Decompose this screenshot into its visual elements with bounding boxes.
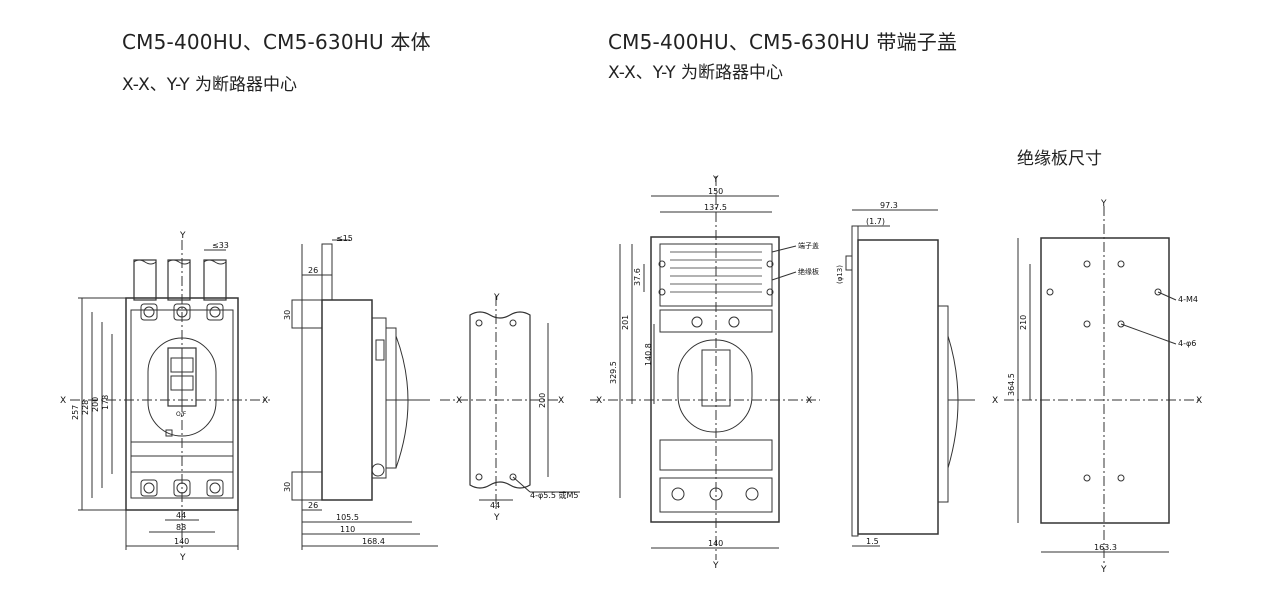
cover-axis-y-top: Y bbox=[712, 175, 719, 185]
cover-side-view bbox=[845, 209, 975, 547]
front-axis-y-bottom: Y bbox=[179, 553, 186, 563]
cover-dim-37: 37.6 bbox=[633, 268, 642, 286]
mount-axis-y-bottom: Y bbox=[493, 513, 500, 523]
cover-side-dim-phi13: (φ13) bbox=[836, 265, 844, 284]
front-axis-y-top: Y bbox=[179, 231, 186, 241]
side-dim-30-top: 30 bbox=[283, 310, 292, 320]
handle-label: O/F bbox=[176, 411, 187, 418]
mount-axis-x-left: X bbox=[456, 396, 462, 406]
plate-note-phi6: 4-φ6 bbox=[1178, 339, 1196, 348]
front-dim-88: 88 bbox=[176, 523, 186, 532]
cover-axis-y-bottom: Y bbox=[712, 561, 719, 571]
side-dim-26-top: 26 bbox=[308, 266, 318, 275]
left-section-subtitle: X-X、Y-Y 为断路器中心 bbox=[122, 75, 298, 95]
front-dim-44: 44 bbox=[176, 511, 186, 520]
cover-dim-329: 329.5 bbox=[609, 361, 618, 384]
right-section-title: CM5-400HU、CM5-630HU 带端子盖 bbox=[608, 30, 958, 54]
cover-front-view bbox=[590, 176, 820, 560]
side-dim-30-bottom: 30 bbox=[283, 482, 292, 492]
side-dim-15: ≤15 bbox=[336, 234, 353, 243]
plate-dim-364: 364.5 bbox=[1007, 373, 1016, 396]
side-dim-26-bottom: 26 bbox=[308, 501, 318, 510]
mount-axis-x-right: X bbox=[558, 396, 564, 406]
plate-axis-x-left: X bbox=[992, 396, 998, 406]
front-dim-200: 200 bbox=[91, 397, 100, 412]
side-dim-105: 105.5 bbox=[336, 513, 359, 522]
mount-dim-44: 44 bbox=[490, 501, 500, 510]
plate-axis-y-top: Y bbox=[1100, 199, 1107, 209]
terminal-cover-label: 端子盖 bbox=[798, 241, 819, 250]
cover-side-dim-97: 97.3 bbox=[880, 201, 898, 210]
right-section-subtitle: X-X、Y-Y 为断路器中心 bbox=[608, 63, 784, 83]
side-view bbox=[291, 239, 438, 550]
front-dim-140: 140 bbox=[174, 537, 189, 546]
cover-axis-x-left: X bbox=[596, 396, 602, 406]
plate-view bbox=[1004, 206, 1200, 565]
front-axis-x-right: X bbox=[262, 396, 268, 406]
cover-dim-137: 137.5 bbox=[704, 203, 727, 212]
cover-dim-140: 140 bbox=[708, 539, 723, 548]
insulation-plate-label: 绝缘板 bbox=[798, 267, 819, 276]
mount-dim-200: 200 bbox=[538, 393, 547, 408]
mounting-view bbox=[440, 296, 580, 512]
mount-axis-y-top: Y bbox=[493, 293, 500, 303]
front-dim-178: 178 bbox=[101, 395, 110, 410]
cover-dim-140-8: 140.8 bbox=[644, 343, 653, 366]
cover-axis-x-right: X bbox=[806, 396, 812, 406]
front-dim-257: 257 bbox=[71, 405, 80, 420]
front-view bbox=[70, 240, 270, 550]
plate-axis-y-bottom: Y bbox=[1100, 565, 1107, 575]
plate-title: 绝缘板尺寸 bbox=[1017, 149, 1102, 169]
cover-side-dim-1-7: (1.7) bbox=[866, 217, 885, 226]
left-section-title: CM5-400HU、CM5-630HU 本体 bbox=[122, 30, 431, 54]
mount-hole-note: 4-φ5.5 或M5 bbox=[530, 490, 579, 500]
plate-dim-210: 210 bbox=[1019, 315, 1028, 330]
cover-side-dim-1-5: 1.5 bbox=[866, 537, 879, 546]
front-dim-terminal: ≤33 bbox=[212, 241, 229, 250]
side-dim-168: 168.4 bbox=[362, 537, 385, 546]
cover-dim-150: 150 bbox=[708, 187, 723, 196]
front-dim-228: 228 bbox=[81, 400, 90, 415]
front-axis-x-left: X bbox=[60, 396, 66, 406]
plate-note-m4: 4-M4 bbox=[1178, 295, 1198, 304]
side-dim-110: 110 bbox=[340, 525, 355, 534]
cover-dim-201: 201 bbox=[621, 315, 630, 330]
plate-dim-163: 163.3 bbox=[1094, 543, 1117, 552]
plate-axis-x-right: X bbox=[1196, 396, 1202, 406]
